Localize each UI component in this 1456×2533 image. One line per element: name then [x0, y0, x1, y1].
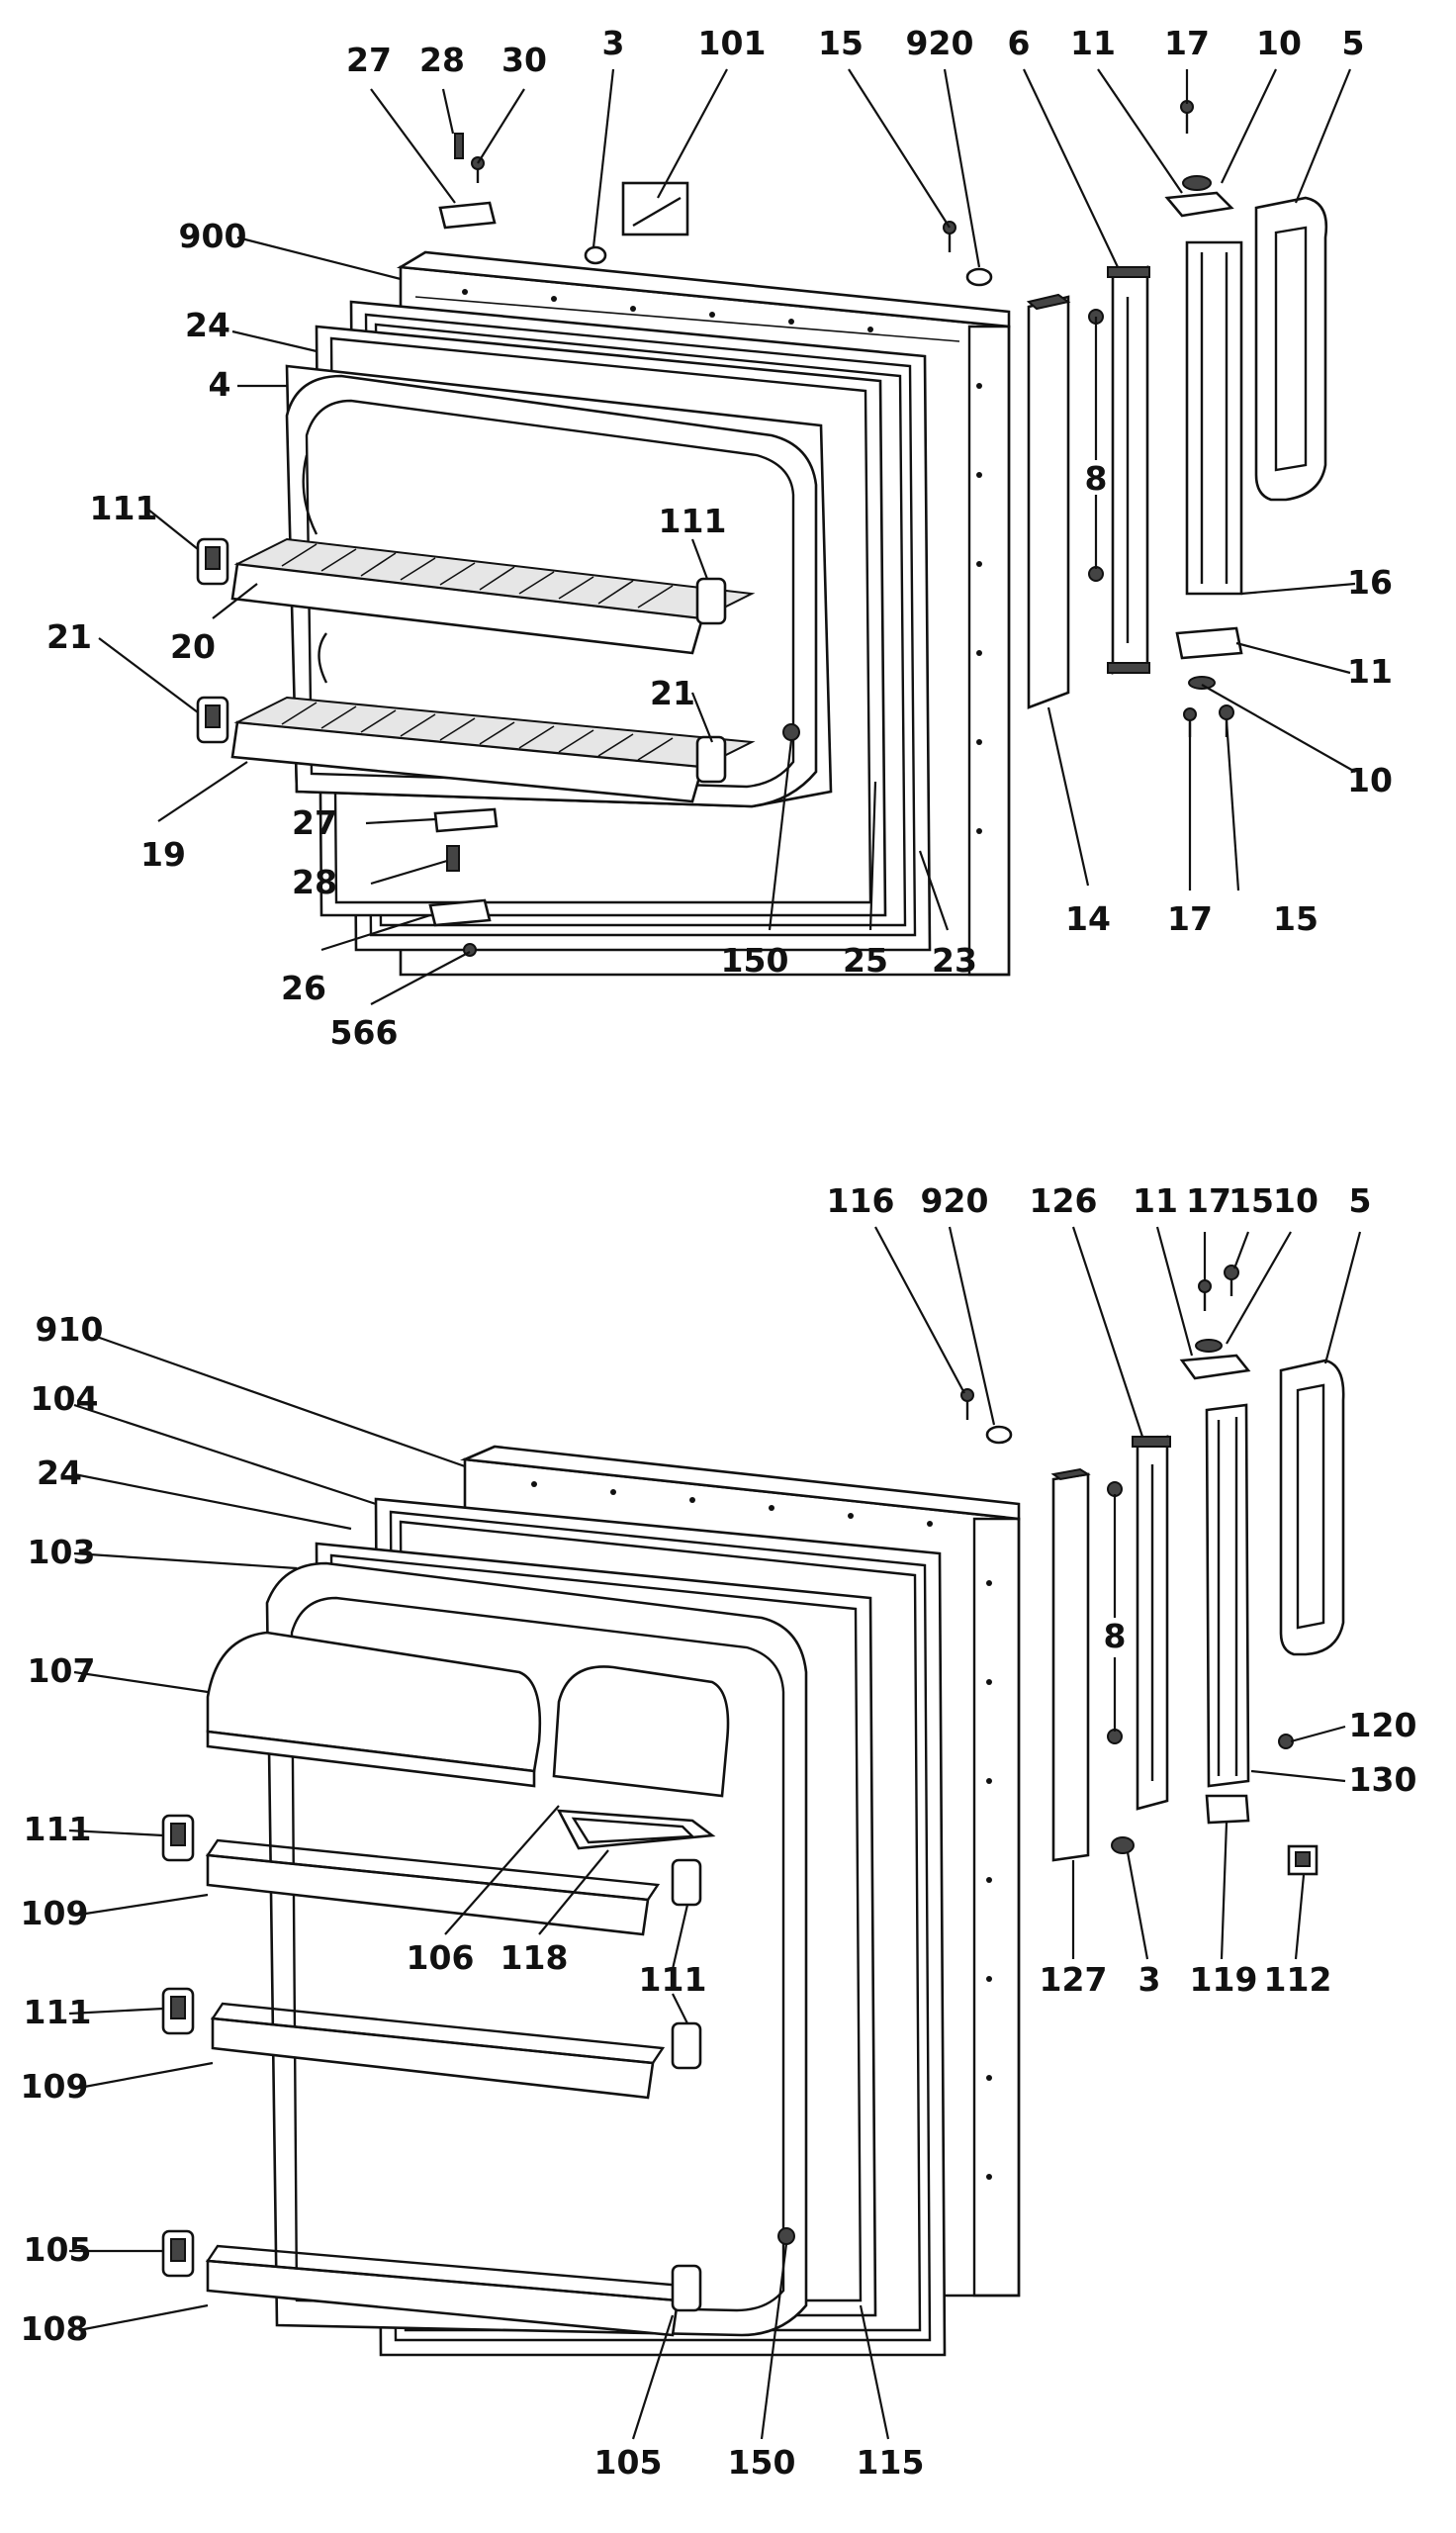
- callout-11: 11: [1347, 652, 1393, 691]
- callout-20: 20: [170, 627, 216, 666]
- butter-tray-118: [556, 1809, 716, 1850]
- callout-19: 19: [140, 835, 186, 874]
- callout-8: 8: [1104, 1617, 1127, 1655]
- leader-lines: [68, 68, 1362, 2440]
- shelf-end-caps: [196, 537, 727, 784]
- callout-112: 112: [1264, 1960, 1332, 1999]
- fresh-food-door-assembly: [161, 1265, 1345, 2357]
- trim-strip-127: [1050, 1467, 1091, 1862]
- callout-6: 6: [1008, 24, 1031, 62]
- shelf-19: [230, 696, 756, 803]
- callout-25: 25: [843, 941, 888, 980]
- handle-5-bottom: [1279, 1359, 1345, 1656]
- callout-11: 11: [1133, 1181, 1178, 1220]
- callout-111: 111: [659, 502, 727, 540]
- callout-920: 920: [921, 1181, 989, 1220]
- callout-15: 15: [1228, 1181, 1274, 1220]
- callout-150: 150: [728, 2443, 796, 2482]
- callout-10: 10: [1347, 761, 1393, 799]
- callout-115: 115: [857, 2443, 925, 2482]
- handle-5: [1254, 196, 1328, 502]
- callout-10: 10: [1273, 1181, 1319, 1220]
- callout-111: 111: [24, 1810, 92, 1848]
- trim-strip-14: [1026, 293, 1071, 709]
- shelf-109-b: [210, 2002, 666, 2100]
- callout-3: 3: [1138, 1960, 1161, 1999]
- callout-11: 11: [1070, 24, 1116, 62]
- callout-30: 30: [501, 41, 547, 79]
- callout-5: 5: [1349, 1181, 1372, 1220]
- callout-14: 14: [1065, 899, 1111, 938]
- callout-111: 111: [639, 1960, 707, 1999]
- callout-17: 17: [1186, 1181, 1231, 1220]
- callout-5: 5: [1342, 24, 1365, 62]
- hinge-bracket-126: [1132, 1435, 1171, 1811]
- callout-111: 111: [24, 1993, 92, 2031]
- callout-920: 920: [906, 24, 974, 62]
- callout-150: 150: [721, 941, 789, 980]
- callout-21: 21: [650, 674, 695, 712]
- callout-108: 108: [21, 2309, 89, 2348]
- callout-24: 24: [185, 306, 230, 344]
- handle-trim-16: [1185, 240, 1243, 596]
- callout-8: 8: [1085, 459, 1108, 498]
- callout-4: 4: [209, 365, 231, 404]
- callout-28: 28: [292, 863, 337, 901]
- callout-566: 566: [330, 1013, 399, 1052]
- callout-120: 120: [1349, 1706, 1417, 1744]
- callout-105: 105: [594, 2443, 663, 2482]
- callout-107: 107: [28, 1651, 96, 1690]
- callout-116: 116: [827, 1181, 895, 1220]
- freezer-door-assembly: [196, 100, 1328, 977]
- handle-trim-130: [1205, 1403, 1250, 1788]
- shelf-109-a: [205, 1838, 661, 1936]
- callout-101: 101: [698, 24, 767, 62]
- hinge-bracket-6: [1107, 265, 1150, 675]
- callout-111: 111: [90, 489, 158, 527]
- callout-106: 106: [407, 1938, 475, 1977]
- hinge-parts-bottom: [777, 1265, 1319, 2245]
- callout-27: 27: [346, 41, 392, 79]
- callout-21: 21: [46, 617, 92, 656]
- callout-103: 103: [28, 1533, 96, 1571]
- callout-3: 3: [602, 24, 625, 62]
- callout-900: 900: [179, 217, 247, 255]
- callout-16: 16: [1347, 563, 1393, 602]
- shelf-end-caps-bottom: [161, 1814, 702, 2312]
- callout-17: 17: [1167, 899, 1213, 938]
- callout-105: 105: [24, 2230, 92, 2269]
- callout-130: 130: [1349, 1760, 1417, 1799]
- callout-labels-bottom: 116 920 126 11 17 15 10 5 910 104 24 103…: [21, 1181, 1417, 2482]
- callout-126: 126: [1030, 1181, 1098, 1220]
- dairy-door-107: [206, 1631, 730, 1798]
- callout-24: 24: [37, 1454, 82, 1492]
- callout-labels-top: 27 28 30 3 101 15 920 6 11 17 10 5 900 2…: [46, 24, 1393, 1052]
- callout-127: 127: [1040, 1960, 1108, 1999]
- callout-104: 104: [31, 1379, 99, 1418]
- callout-910: 910: [36, 1310, 104, 1349]
- callout-10: 10: [1256, 24, 1302, 62]
- callout-23: 23: [932, 941, 977, 980]
- callout-118: 118: [500, 1938, 569, 1977]
- callout-28: 28: [419, 41, 465, 79]
- callout-27: 27: [292, 803, 337, 842]
- callout-26: 26: [281, 969, 326, 1007]
- callout-15: 15: [1273, 899, 1319, 938]
- callout-17: 17: [1164, 24, 1210, 62]
- callout-15: 15: [818, 24, 864, 62]
- callout-109: 109: [21, 2067, 89, 2106]
- callout-119: 119: [1190, 1960, 1258, 1999]
- callout-109: 109: [21, 1894, 89, 1932]
